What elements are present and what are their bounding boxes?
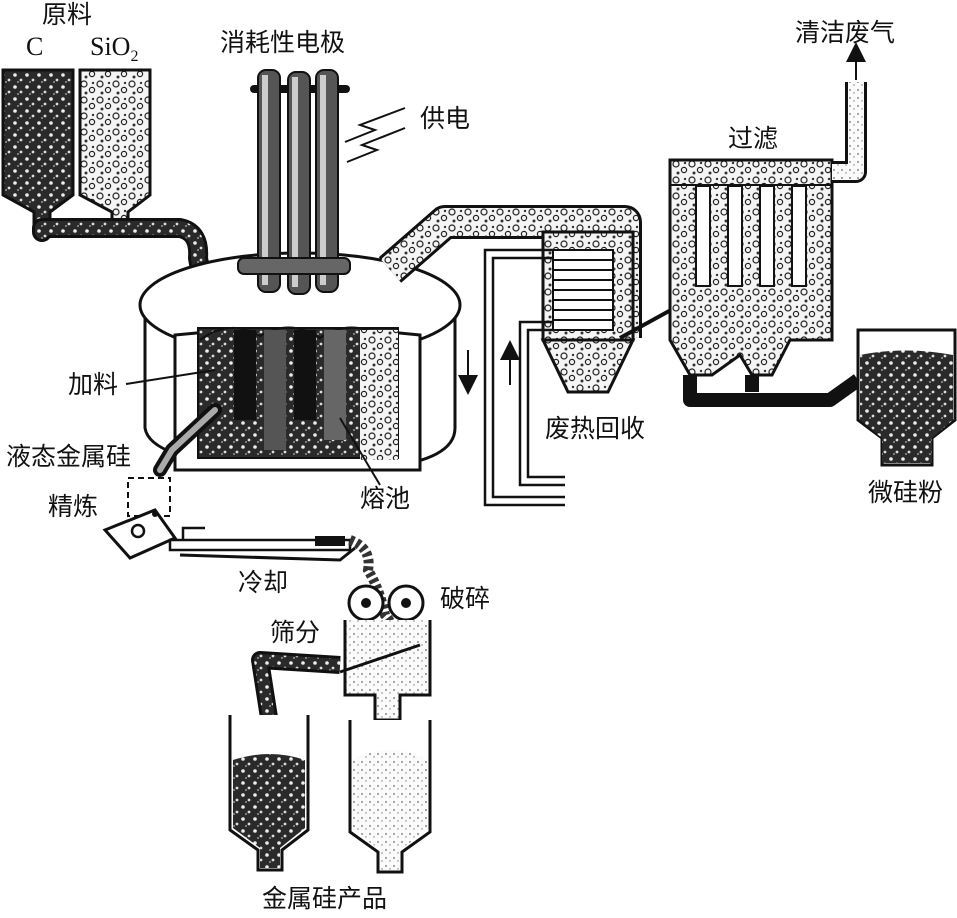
refining-label: 精炼 (48, 492, 99, 521)
molten-pool-leader (339, 417, 381, 486)
coarse-product-bin (228, 715, 310, 872)
silica-subscript: 2 (130, 48, 139, 65)
refining-box (127, 477, 171, 517)
heat-exchanger-coil (552, 249, 614, 331)
screening-label: 筛分 (270, 618, 321, 647)
screen-chute (251, 651, 341, 726)
exhaust-stack (832, 42, 867, 183)
screening-bin (339, 620, 432, 722)
casting-ladle (102, 508, 178, 560)
dust-conveyor (683, 374, 863, 407)
cooling-mold (168, 526, 356, 562)
power-lightning-icon (344, 107, 406, 163)
fine-product-bin (348, 720, 432, 874)
feeding-label: 加料 (68, 370, 119, 399)
consumable-electrode-label: 消耗性电极 (220, 28, 346, 57)
micro-silica-label: 微硅粉 (868, 478, 944, 507)
clean-exhaust-label: 清洁废气 (795, 18, 896, 47)
bag-filter (668, 158, 834, 377)
tap-spout (153, 403, 222, 477)
filtration-label: 过滤 (728, 124, 779, 153)
waste-heat-recovery-label: 废热回收 (545, 414, 646, 443)
electrode-assembly (234, 69, 351, 450)
silica-hopper (78, 68, 152, 234)
carbon-hopper (1, 68, 75, 234)
power-supply-label: 供电 (420, 104, 471, 133)
crusher-rollers (347, 584, 425, 622)
silica-label: SiO2 (90, 32, 138, 72)
crushing-label: 破碎 (440, 584, 491, 613)
carbon-label: C (26, 32, 44, 61)
molten-pool-label: 熔池 (360, 484, 411, 513)
liquid-silicon-label: 液态金属硅 (6, 442, 132, 471)
silica-base: SiO (90, 32, 131, 61)
feeding-leader (125, 369, 216, 385)
raw-materials-label: 原料 (42, 0, 93, 29)
electrode-left (257, 69, 281, 293)
silicon-product-label: 金属硅产品 (262, 884, 388, 913)
electrode-middle (287, 71, 311, 295)
hopper-feed-line-core (35, 221, 213, 312)
micro-silica-bin (856, 328, 957, 467)
electrode-right (315, 69, 339, 293)
heat-recovery-unit (540, 230, 636, 394)
cooling-label: 冷却 (238, 568, 289, 597)
water-pipes (458, 248, 565, 507)
